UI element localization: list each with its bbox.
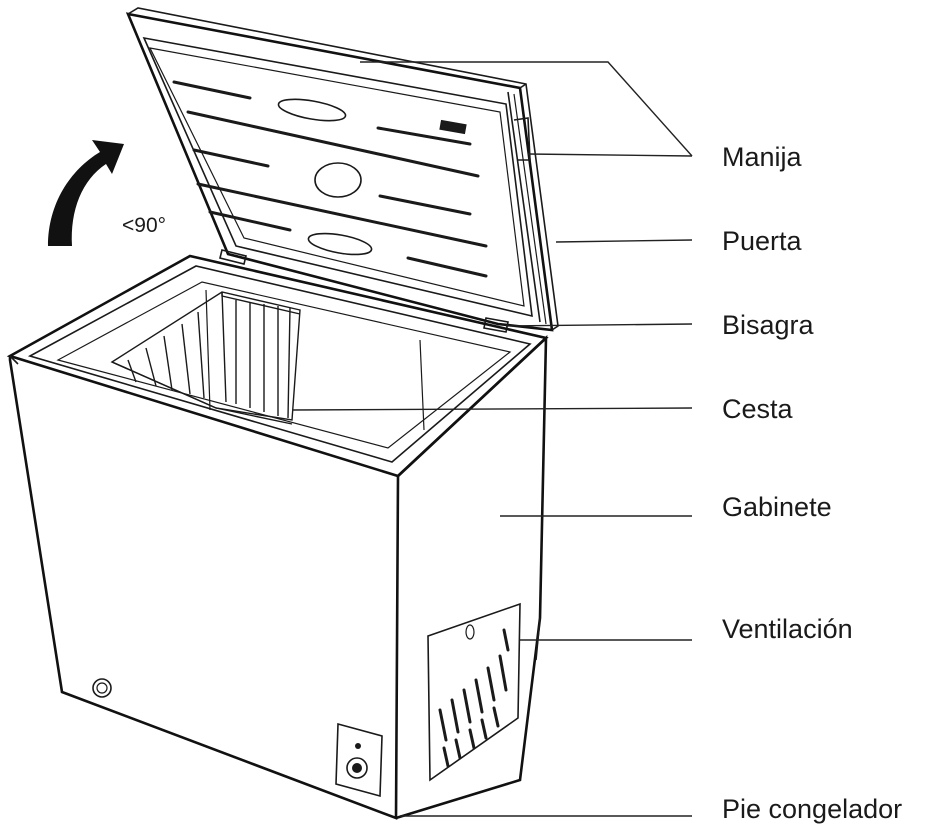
wire-basket [110, 291, 301, 425]
hinge-left [219, 249, 247, 265]
label-pie-congelador: Pie congelador [722, 794, 902, 824]
angle-note: <90° [122, 214, 166, 237]
label-gabinete: Gabinete [722, 492, 832, 522]
rotation-arrow-icon [48, 140, 124, 246]
vent-grille [427, 602, 521, 782]
thermostat-panel [335, 722, 383, 798]
lid-slots [172, 80, 488, 278]
freezer-lid [125, 7, 559, 332]
label-manija: Manija [722, 142, 803, 172]
label-ventilacion: Ventilación [722, 614, 853, 644]
label-cesta: Cesta [722, 394, 794, 424]
label-bisagra: Bisagra [722, 310, 815, 340]
label-puerta: Puerta [722, 226, 803, 256]
freezer-cabinet [6, 254, 549, 820]
leader-lines [291, 61, 693, 817]
